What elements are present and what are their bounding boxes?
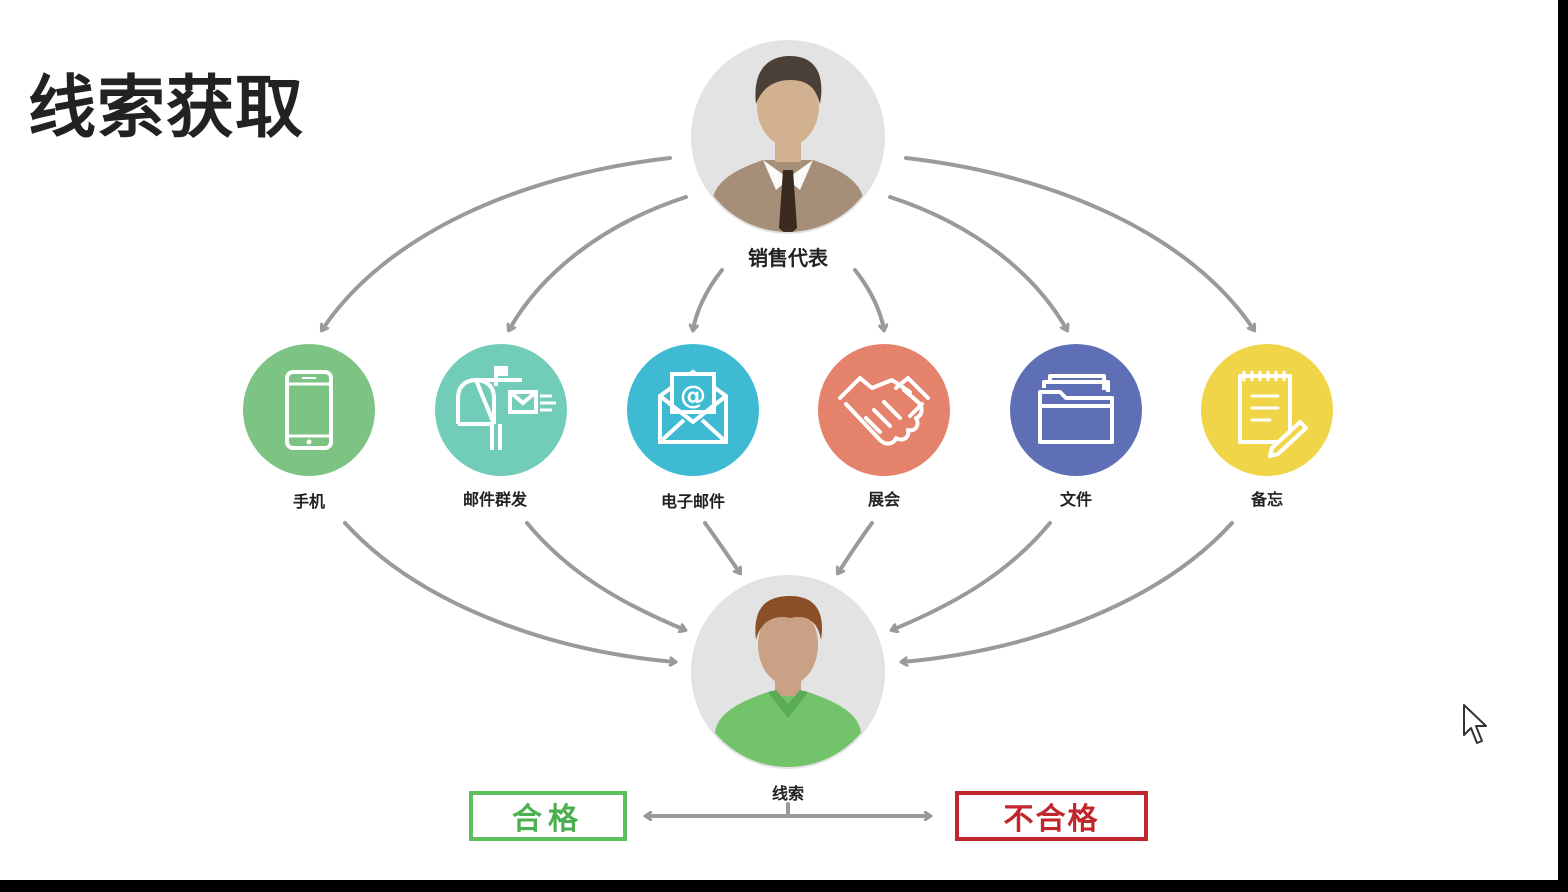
arrows-out (322, 156, 1254, 330)
arrow-from-handshake (838, 521, 874, 573)
lead-label: 线索 (771, 784, 805, 803)
arrow-from-notepad (902, 521, 1234, 662)
arrow-from-email (703, 521, 740, 573)
channel-label-email: 电子邮件 (660, 492, 726, 511)
qualified-box: 合格 (469, 791, 627, 841)
page-title: 线索获取 (28, 69, 305, 148)
channel-label-mass-mail: 邮件群发 (462, 490, 528, 509)
channel-label-file: 文件 (1059, 490, 1093, 509)
arrow-to-phone (322, 156, 672, 330)
outcome-double-arrow (646, 802, 930, 816)
channel-label-phone: 手机 (292, 492, 326, 511)
channel-phone-icon (243, 344, 375, 476)
screen-border-bottom (0, 880, 1568, 892)
lead-avatar (691, 575, 885, 769)
channel-label-expo: 展会 (867, 490, 901, 509)
channel-label-memo: 备忘 (1250, 490, 1284, 509)
unqualified-box: 不合格 (955, 791, 1148, 841)
arrow-to-mailbox (509, 195, 688, 330)
arrow-to-handshake (853, 268, 884, 330)
arrow-to-notepad (904, 156, 1254, 330)
channel-notepad-icon (1201, 344, 1333, 476)
arrow-from-folder (892, 521, 1052, 630)
svg-text:@: @ (680, 381, 706, 411)
arrow-to-email (693, 268, 724, 330)
sales-rep-avatar (691, 40, 885, 234)
arrows-in (343, 521, 1234, 662)
channel-handshake-icon (818, 344, 950, 476)
arrow-to-folder (888, 195, 1067, 330)
arrow-from-phone (343, 521, 675, 662)
channel-folder-icon (1010, 344, 1142, 476)
mouse-cursor-icon (1463, 704, 1487, 744)
channel-email-icon: @ (627, 344, 759, 476)
arrow-from-mailbox (525, 521, 685, 630)
channel-mailbox-icon (435, 344, 567, 476)
screen-border-right (1558, 0, 1568, 892)
sales-rep-label: 销售代表 (748, 246, 828, 270)
